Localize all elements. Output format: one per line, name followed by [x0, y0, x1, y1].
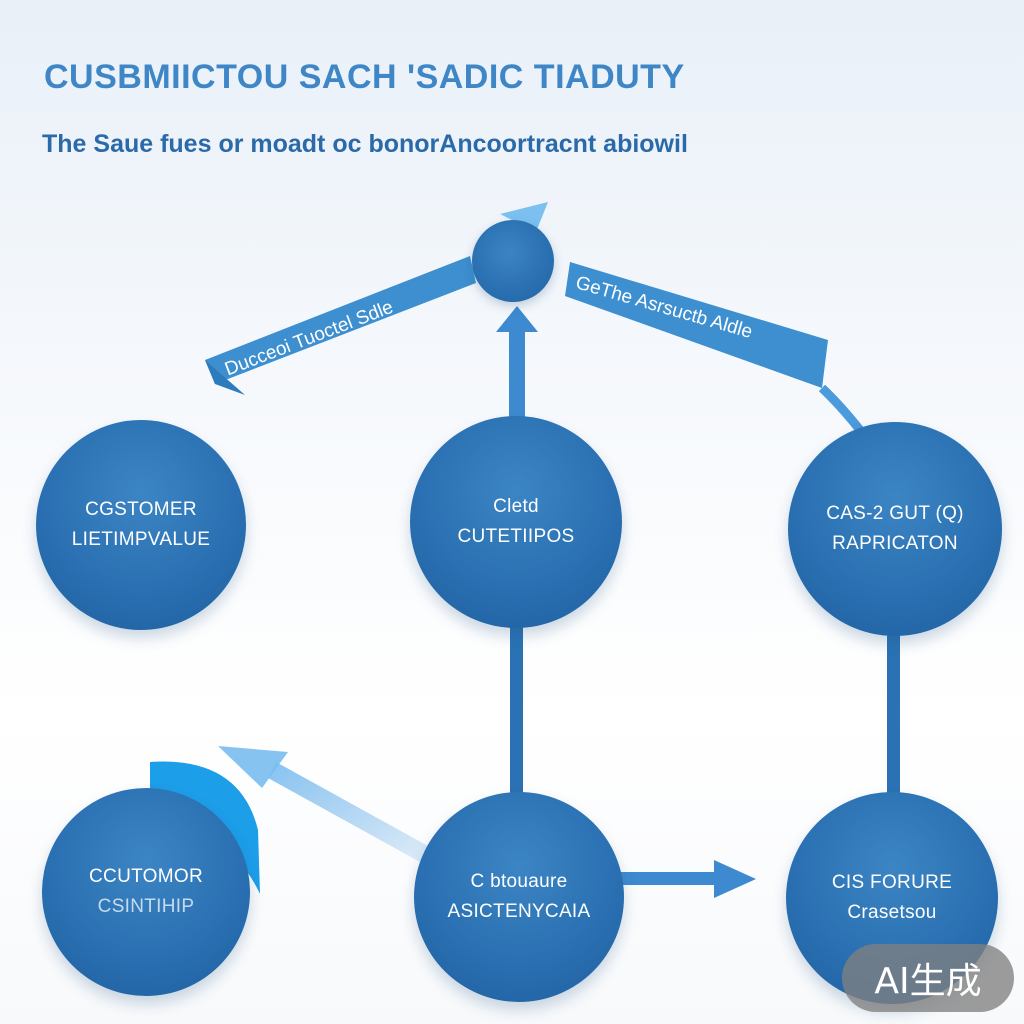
node-label-line2: RAPRICATON [832, 533, 958, 554]
node-label-line1: C btouaure [470, 871, 568, 892]
banner-left-arrowhead [205, 360, 245, 395]
node-top-center: Cletd CUTETIIPOS [410, 416, 622, 628]
hub-cap [500, 202, 548, 232]
fade-arrow-head [218, 746, 288, 788]
node-label-line2: LIETIMPVALUE [71, 529, 211, 550]
bottom-arrow-shaft [620, 872, 720, 885]
fade-arrow-shaft [268, 762, 428, 862]
node-bottom-left: CCUTOMOR CSINTIHIP [42, 788, 250, 996]
center-arrow-head [496, 306, 538, 332]
diagram-subtitle: The Saue fues or moadt oc bonorAncoortra… [42, 130, 688, 158]
banner-right-shape [565, 262, 828, 388]
center-arrow-shaft [509, 328, 525, 418]
node-label-line1: CCUTOMOR [89, 866, 203, 887]
node-label-line2: CSINTIHIP [97, 896, 195, 917]
center-connector [510, 620, 523, 805]
banner-right-tail [818, 384, 864, 433]
banner-left-shape [205, 256, 476, 384]
node-customer-lifetime-value: CGSTOMER LIETIMPVALUE [36, 420, 246, 630]
node-label-line2: CUTETIIPOS [457, 526, 575, 547]
right-connector [887, 630, 900, 800]
node-label-line1: CGSTOMER [85, 499, 197, 520]
hub-node [472, 220, 554, 302]
node-label-line2: ASICTENYCAIA [447, 901, 591, 922]
bottom-arrow-head [714, 860, 756, 898]
node-label-line1: Cletd [493, 496, 539, 517]
node-label-line1: CIS FORURE [831, 872, 953, 893]
node-label-line1: CAS-2 GUT (Q) [826, 503, 964, 524]
diagram-title: CUSBMIICTOU SACH 'SADIC TIADUTY [44, 58, 685, 96]
node-top-right: CAS-2 GUT (Q) RAPRICATON [788, 422, 1002, 636]
node-label-line2: Crasetsou [847, 902, 937, 923]
node-bottom-center: C btouaure ASICTENYCAIA [414, 792, 624, 1002]
ai-generated-badge: AI生成 [842, 944, 1014, 1012]
